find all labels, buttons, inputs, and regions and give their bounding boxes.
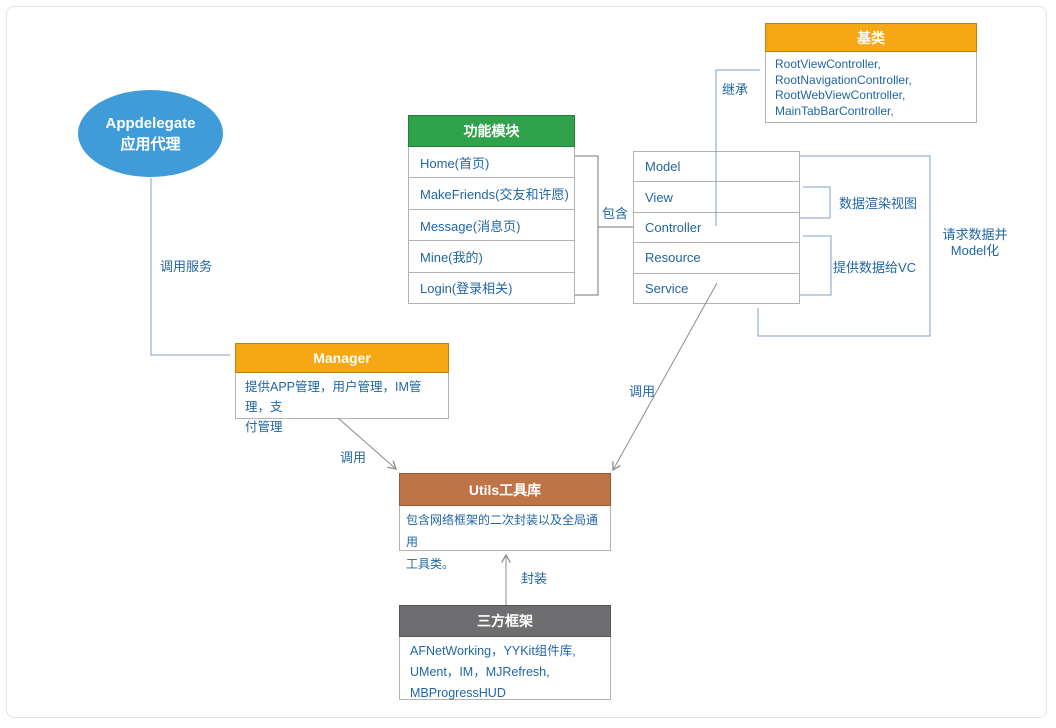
utils-body: 包含网络框架的二次封装以及全局通用 工具类。 <box>399 506 611 571</box>
mvc-row: Service <box>645 280 689 296</box>
manager-body: 提供APP管理，用户管理，IM管理，支 付管理 <box>235 373 449 434</box>
mvc-row: View <box>634 182 799 213</box>
mvc-row: Resource <box>634 243 799 274</box>
utils-body-line: 包含网络框架的二次封装以及全局通用 <box>406 513 599 549</box>
module-row: Home(首页) <box>409 147 574 179</box>
label-manager-call: 调用 <box>340 450 367 465</box>
appdelegate-node: Appdelegate 应用代理 <box>78 90 223 177</box>
base-class-line: MainTabBarController, <box>775 103 894 118</box>
canvas-border <box>6 6 1047 718</box>
base-class-line: RootViewController, <box>775 57 881 71</box>
label-inherit: 继承 <box>722 82 749 97</box>
third-party-line: MBProgressHUD <box>410 686 506 700</box>
label-service-call: 调用 <box>629 384 656 399</box>
label-request-data-model: 请求数据并 Model化 <box>933 227 1017 259</box>
mvc-body: Model View Controller Resource Service <box>633 151 800 304</box>
base-class-node: 基类 RootViewController, RootNavigationCon… <box>765 23 977 123</box>
third-party-node: 三方框架 AFNetWorking，YYKit组件库, UMent，IM，MJR… <box>399 605 611 700</box>
label-request-data-line2: Model化 <box>950 243 1000 258</box>
third-party-header: 三方框架 <box>399 605 611 637</box>
mvc-row: Model <box>634 152 799 183</box>
modules-header: 功能模块 <box>408 115 575 147</box>
module-row: Login(登录相关) <box>420 281 513 297</box>
modules-node: 功能模块 Home(首页) MakeFriends(交友和许愿) Message… <box>408 115 575 304</box>
label-data-render-view: 数据渲染视图 <box>839 196 918 211</box>
module-row: Mine(我的) <box>409 241 574 273</box>
manager-body-line: 提供APP管理，用户管理，IM管理，支 <box>245 380 422 414</box>
appdelegate-label-line2: 应用代理 <box>120 135 181 153</box>
label-request-data-line1: 请求数据并 <box>942 227 1008 242</box>
base-class-header: 基类 <box>765 23 977 52</box>
manager-body-line: 付管理 <box>245 420 283 434</box>
manager-header: Manager <box>235 343 449 373</box>
appdelegate-label-line1: Appdelegate <box>105 114 196 132</box>
module-row: MakeFriends(交友和许愿) <box>409 178 574 210</box>
manager-node: Manager 提供APP管理，用户管理，IM管理，支 付管理 <box>235 343 449 434</box>
label-call-service: 调用服务 <box>160 259 213 274</box>
utils-header: Utils工具库 <box>399 473 611 506</box>
mvc-node: Model View Controller Resource Service <box>633 151 800 304</box>
base-class-body: RootViewController, RootNavigationContro… <box>765 52 977 123</box>
utils-node: Utils工具库 包含网络框架的二次封装以及全局通用 工具类。 <box>399 473 611 571</box>
third-party-line: AFNetWorking，YYKit组件库, <box>410 644 576 658</box>
label-contain: 包含 <box>602 206 629 221</box>
base-class-line: RootNavigationController, <box>775 72 912 87</box>
base-class-line: RootWebViewController, <box>775 88 906 102</box>
modules-body: Home(首页) MakeFriends(交友和许愿) Message(消息页)… <box>408 147 575 304</box>
module-row: Message(消息页) <box>409 210 574 242</box>
label-encapsulate: 封装 <box>521 571 548 586</box>
utils-body-line: 工具类。 <box>406 557 455 571</box>
label-provide-data-to-vc: 提供数据给VC <box>833 260 917 275</box>
third-party-body: AFNetWorking，YYKit组件库, UMent，IM，MJRefres… <box>399 637 611 700</box>
third-party-line: UMent，IM，MJRefresh, <box>410 665 550 679</box>
mvc-row: Controller <box>634 213 799 244</box>
